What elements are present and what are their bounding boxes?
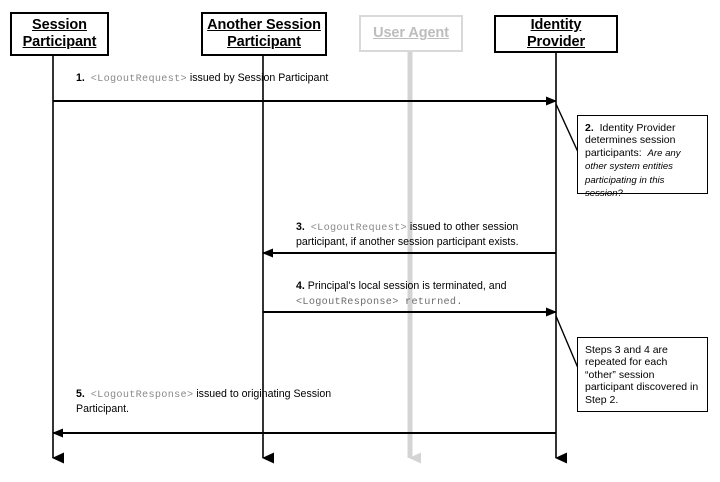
lifeline-lines (52, 52, 567, 464)
lifeline-label-session-participant: Session Participant (22, 17, 97, 50)
message-3-element: <LogoutRequest> (310, 223, 407, 234)
message-1-element: <LogoutRequest> (90, 74, 187, 85)
lifeline-label-another-session-participant: Another Session Participant (207, 17, 321, 50)
note-2-text: Identity Provider determines session par… (585, 122, 676, 159)
message-label-3: 3. <LogoutRequest> issued to other sessi… (296, 221, 558, 249)
message-number-1: 1. (76, 72, 85, 84)
note-connector-2 (555, 103, 580, 153)
lifeline-label-identity-provider: Identity Provider (526, 17, 586, 50)
lifeline-header-session-participant[interactable]: Session Participant (10, 12, 109, 56)
message-3-text: issued to other session participant, if … (296, 221, 519, 248)
message-number-5: 5. (76, 388, 85, 400)
note-connector-repeat (555, 315, 580, 369)
message-5-element: <LogoutResponse> (90, 390, 194, 401)
lifeline-header-user-agent[interactable]: User Agent (359, 15, 463, 52)
message-5-text: issued to originating Session Participan… (76, 388, 332, 415)
message-4-element: <LogoutResponse> returned. (296, 296, 463, 308)
lifeline-header-another-session-participant[interactable]: Another Session Participant (201, 12, 327, 56)
message-1-text: issued by Session Participant (186, 72, 329, 84)
note-identity-provider-determines-participants: 2. Identity Provider determines session … (577, 115, 708, 199)
note-2-step: 2. (585, 122, 594, 134)
lifeline-header-identity-provider[interactable]: Identity Provider (494, 15, 618, 53)
message-arrows (52, 96, 557, 438)
note-steps-repeated: Steps 3 and 4 are repeated for each “oth… (577, 337, 708, 412)
message-label-1: 1. <LogoutRequest> issued by Session Par… (76, 72, 356, 87)
message-label-5: 5. <LogoutResponse> issued to originatin… (76, 388, 356, 416)
note-connectors (555, 103, 580, 369)
lifeline-label-user-agent: User Agent (373, 25, 449, 41)
message-number-3: 3. (296, 221, 305, 233)
note-2-italic-text: Are any other system entities participat… (585, 147, 681, 200)
message-4-text: Principal's local session is terminated,… (304, 280, 507, 292)
message-number-4: 4. (296, 280, 305, 292)
note-repeat-text: Steps 3 and 4 are repeated for each “oth… (585, 344, 699, 406)
message-label-4: 4. Principal's local session is terminat… (296, 280, 558, 309)
